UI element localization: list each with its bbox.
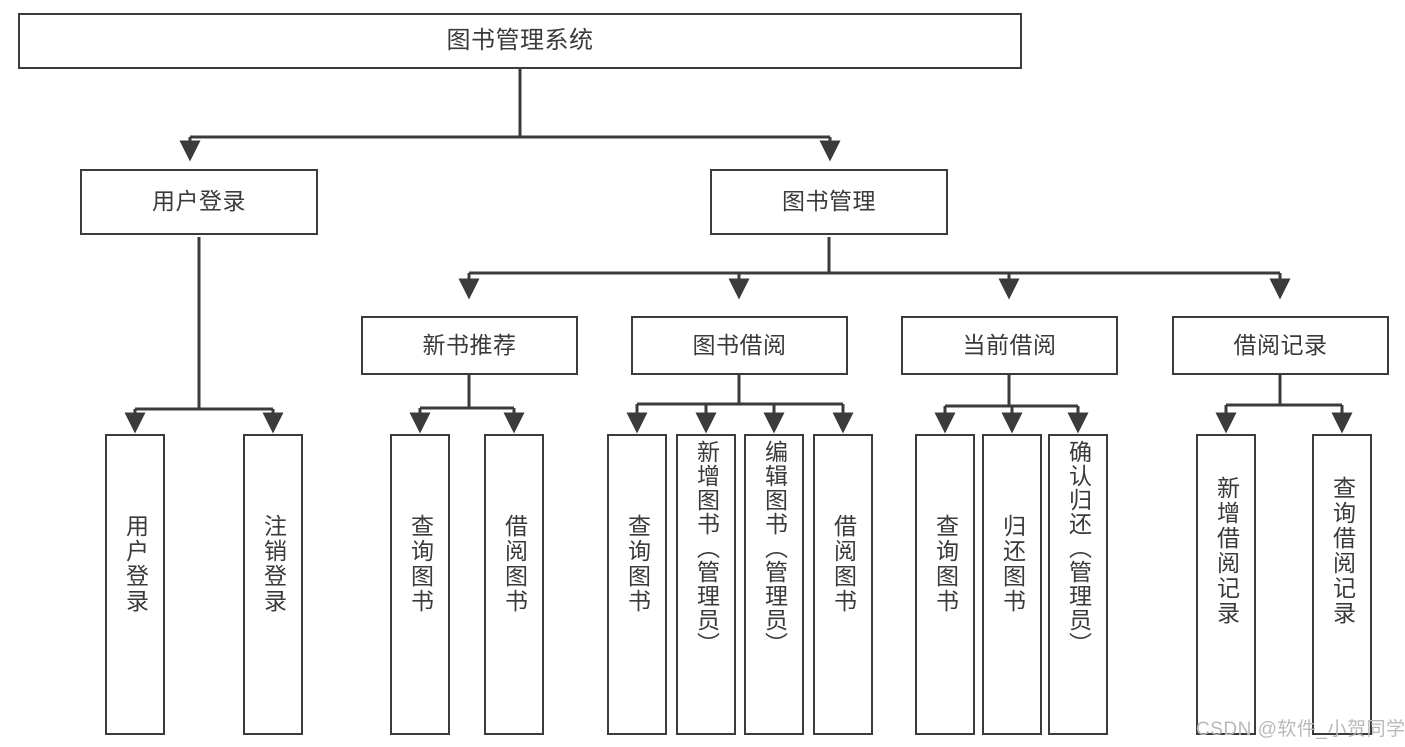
- node-leaf-query-book-borrow[interactable]: 查询图书: [607, 434, 667, 735]
- node-leaf-query-book-current-label: 查询图书: [932, 514, 959, 614]
- node-leaf-edit-book-label: 编辑图书（管理员）: [761, 440, 788, 656]
- node-leaf-add-book[interactable]: 新增图书（管理员）: [676, 434, 736, 735]
- node-leaf-query-book-borrow-label: 查询图书: [624, 514, 651, 614]
- node-book-management-label: 图书管理: [782, 188, 876, 215]
- node-root[interactable]: 图书管理系统: [18, 13, 1022, 69]
- node-leaf-query-book-current[interactable]: 查询图书: [915, 434, 975, 735]
- node-leaf-query-borrow-record-label: 查询借阅记录: [1329, 476, 1356, 626]
- node-leaf-logout-label: 注销登录: [260, 514, 287, 614]
- node-leaf-query-book-recommend-label: 查询图书: [407, 514, 434, 614]
- node-book-borrow-label: 图书借阅: [692, 331, 787, 358]
- node-user-login[interactable]: 用户登录: [80, 169, 318, 235]
- node-leaf-edit-book[interactable]: 编辑图书（管理员）: [744, 434, 804, 735]
- node-new-book-recommend-label: 新书推荐: [422, 331, 517, 358]
- node-current-borrow-label: 当前借阅: [962, 331, 1057, 358]
- node-leaf-query-borrow-record[interactable]: 查询借阅记录: [1312, 434, 1372, 735]
- node-leaf-return-book[interactable]: 归还图书: [982, 434, 1042, 735]
- node-leaf-return-book-label: 归还图书: [999, 514, 1026, 614]
- node-borrow-record[interactable]: 借阅记录: [1172, 316, 1389, 375]
- node-leaf-borrow-book-recommend-label: 借阅图书: [501, 514, 528, 614]
- node-leaf-query-book-recommend[interactable]: 查询图书: [390, 434, 450, 735]
- node-leaf-user-login[interactable]: 用户登录: [105, 434, 165, 735]
- node-leaf-logout[interactable]: 注销登录: [243, 434, 303, 735]
- watermark-text: CSDN @软件_小贺同学: [1196, 719, 1405, 740]
- node-leaf-borrow-book-recommend[interactable]: 借阅图书: [484, 434, 544, 735]
- node-leaf-borrow-book[interactable]: 借阅图书: [813, 434, 873, 735]
- node-borrow-record-label: 借阅记录: [1233, 331, 1328, 358]
- node-leaf-add-book-label: 新增图书（管理员）: [693, 440, 720, 656]
- node-leaf-confirm-return[interactable]: 确认归还（管理员）: [1048, 434, 1108, 735]
- node-book-borrow[interactable]: 图书借阅: [631, 316, 848, 375]
- node-leaf-add-borrow-record[interactable]: 新增借阅记录: [1196, 434, 1256, 735]
- node-user-login-label: 用户登录: [152, 188, 246, 215]
- node-leaf-user-login-label: 用户登录: [122, 514, 149, 614]
- node-leaf-borrow-book-label: 借阅图书: [830, 514, 857, 614]
- node-leaf-confirm-return-label: 确认归还（管理员）: [1065, 440, 1092, 656]
- node-new-book-recommend[interactable]: 新书推荐: [361, 316, 578, 375]
- node-root-label: 图书管理系统: [446, 26, 594, 54]
- node-current-borrow[interactable]: 当前借阅: [901, 316, 1118, 375]
- node-leaf-add-borrow-record-label: 新增借阅记录: [1213, 476, 1240, 626]
- node-book-management[interactable]: 图书管理: [710, 169, 948, 235]
